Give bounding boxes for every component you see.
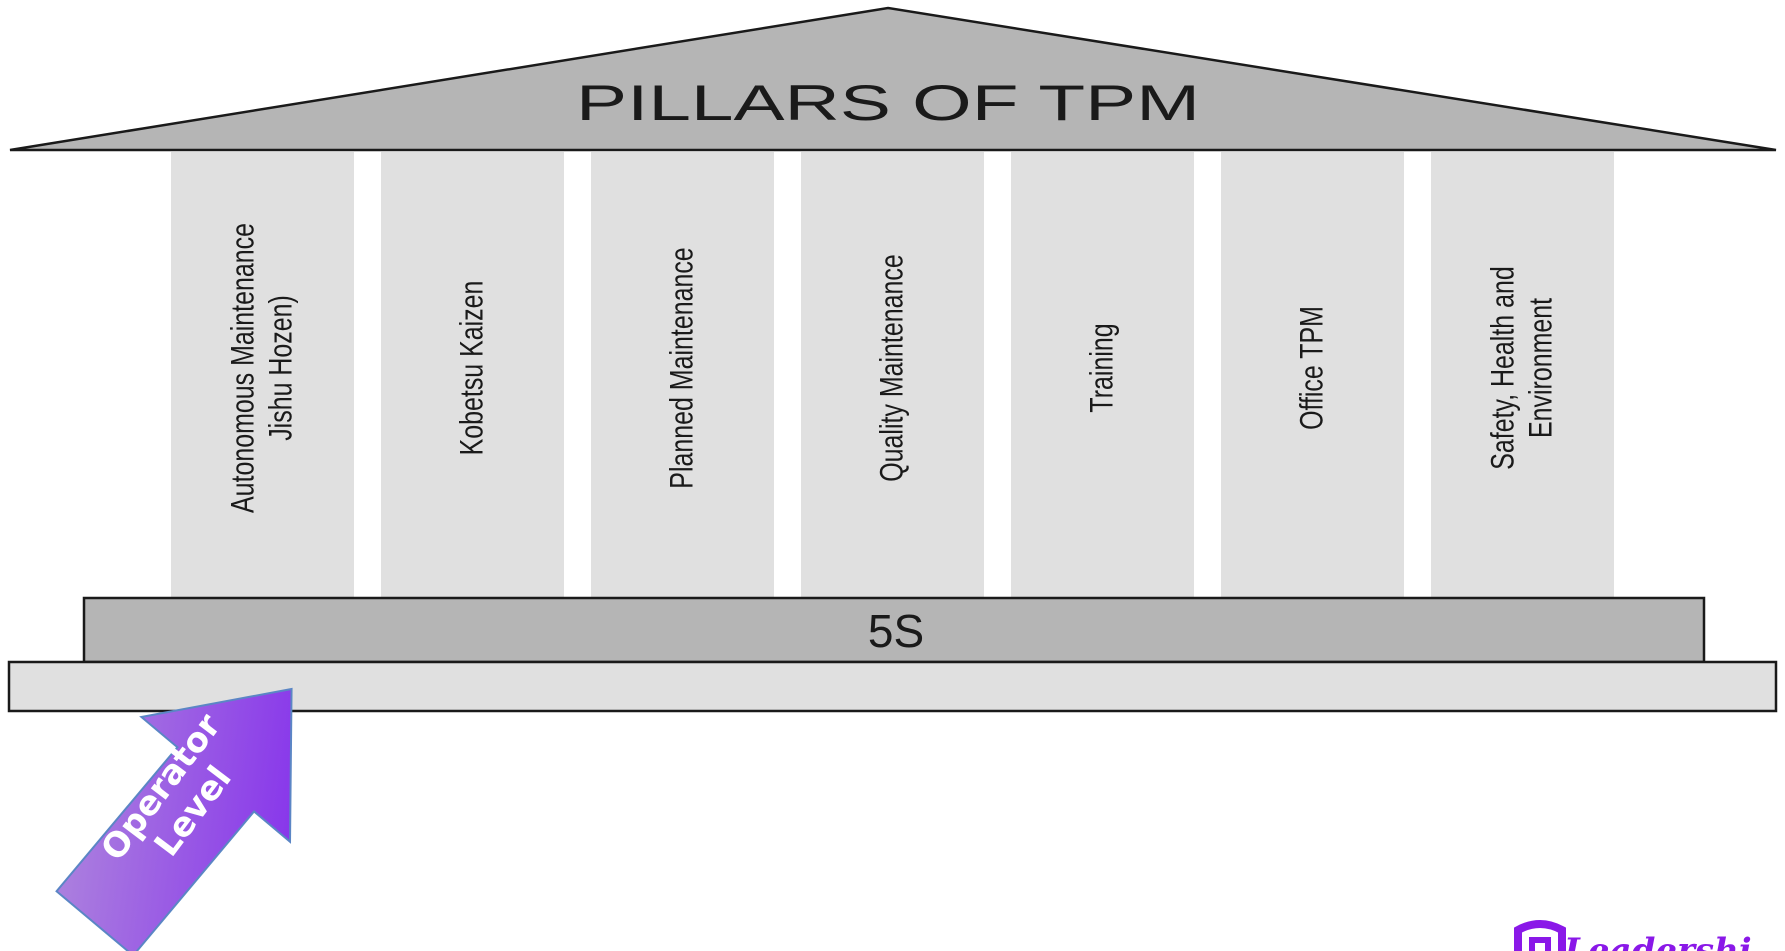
pillar-4-label-line-1: Quality Maintenance bbox=[875, 254, 911, 481]
pillar-2 bbox=[381, 152, 564, 598]
plinth bbox=[7, 660, 1778, 713]
pillar-5 bbox=[1011, 152, 1194, 598]
pillar-2-label-line-1: Kobetsu Kaizen bbox=[455, 281, 491, 456]
pillar-3-label-line-1: Planned Maintenance bbox=[665, 247, 701, 488]
pillar-6-label-line-1: Office TPM bbox=[1295, 306, 1331, 430]
pillar-1 bbox=[171, 152, 354, 598]
logo: Leadershi bbox=[1514, 920, 1752, 951]
roof-title: PILLARS OF TPM bbox=[576, 75, 1200, 131]
operator-level-arrow bbox=[55, 687, 293, 951]
logo-text: Leadershi bbox=[1563, 931, 1752, 951]
foundation-5s bbox=[82, 596, 1706, 664]
arrow-shape bbox=[55, 687, 293, 951]
pillar-7-label-line-2: Environment bbox=[1524, 298, 1560, 438]
roof bbox=[9, 6, 1777, 152]
logo-mark-icon-inner bbox=[1529, 937, 1551, 951]
foundation-label: 5S bbox=[868, 605, 924, 657]
pillar-4 bbox=[801, 152, 984, 598]
pillar-1-label-line-2: Jishu Hozen) bbox=[264, 295, 300, 441]
pillar-7 bbox=[1431, 152, 1614, 598]
logo-mark-icon bbox=[1514, 920, 1566, 951]
pillar-7-label-line-1: Safety, Health and bbox=[1486, 266, 1522, 469]
pillar-3 bbox=[591, 152, 774, 598]
pillar-5-label-line-1: Training bbox=[1085, 323, 1121, 412]
pillar-1-label-line-1: Autonomous Maintenance bbox=[226, 223, 262, 513]
pillar-6 bbox=[1221, 152, 1404, 598]
